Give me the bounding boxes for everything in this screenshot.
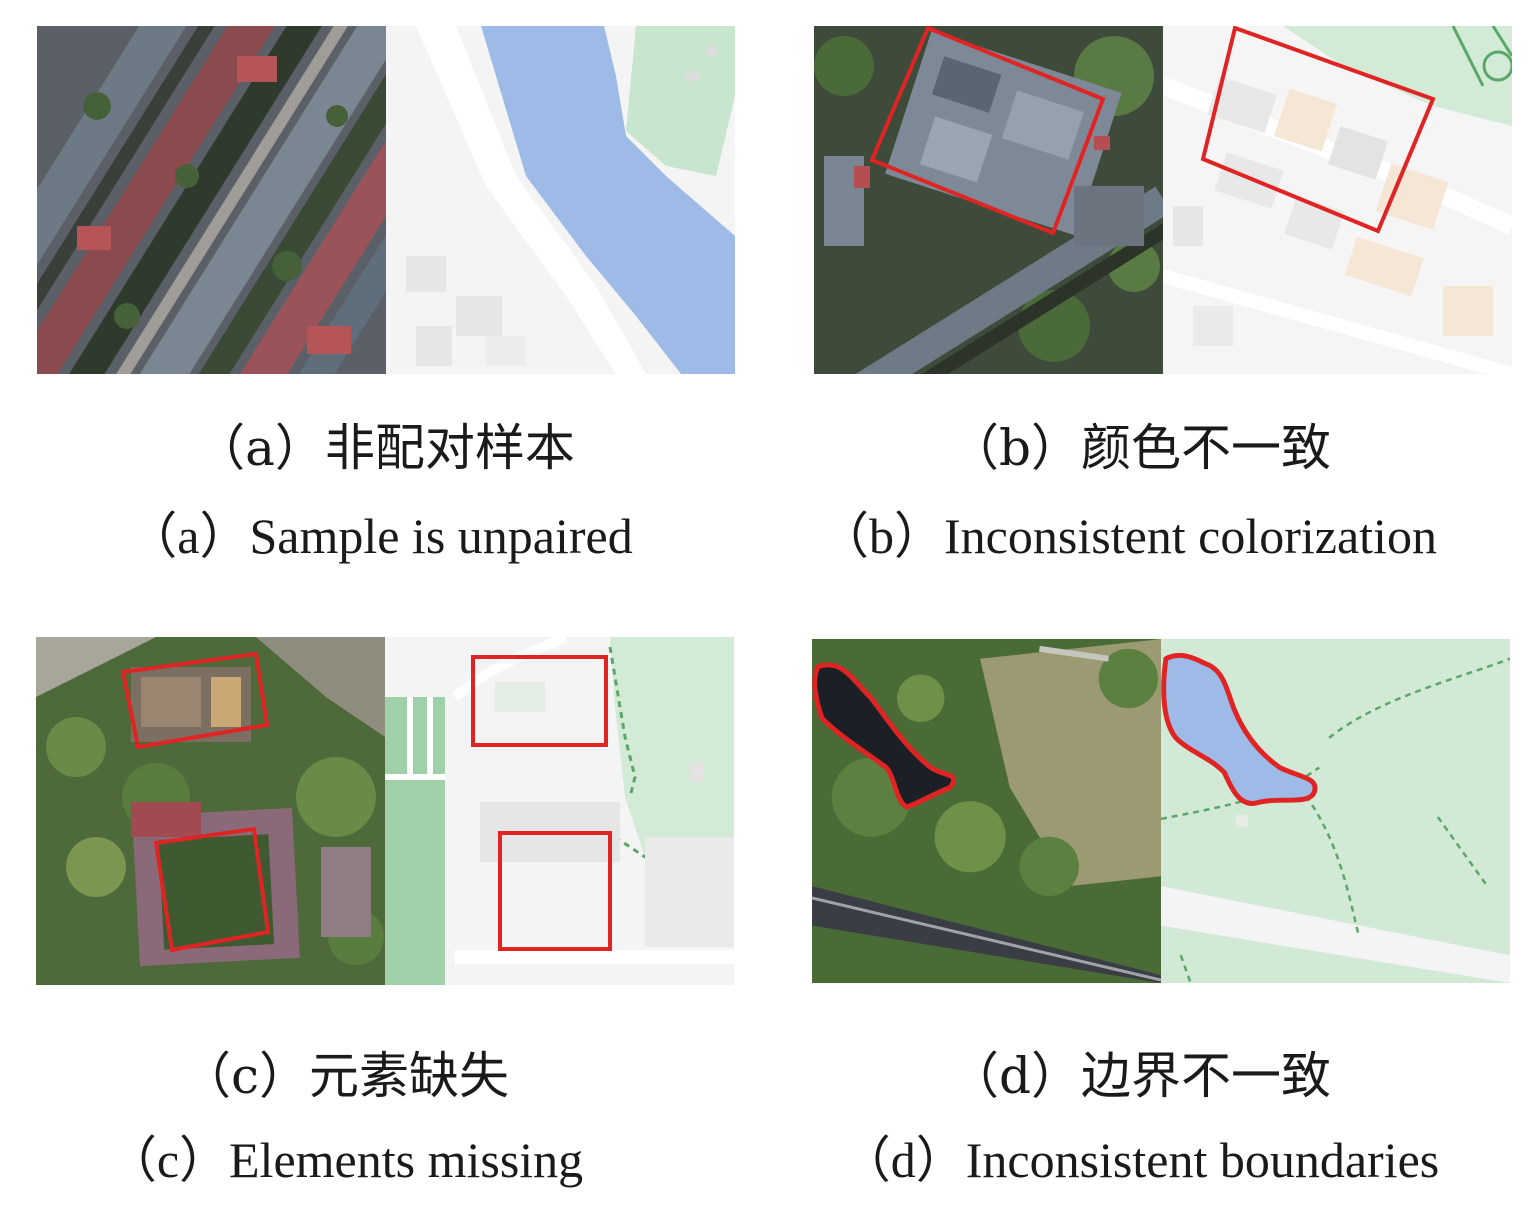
panel-a — [37, 26, 735, 374]
caption-d-chinese: （d）边界不一致 — [948, 1047, 1331, 1105]
caption-c-chinese: （c）元素缺失 — [180, 1047, 509, 1105]
highlight-box — [471, 655, 608, 747]
highlight-box — [153, 826, 271, 953]
caption-a-english: （a）Sample is unpaired — [127, 508, 633, 564]
caption-d-english: （d）Inconsistent boundaries — [840, 1132, 1440, 1188]
caption-b-english: （b）Inconsistent colorization — [819, 508, 1437, 564]
highlight-box — [869, 26, 1106, 236]
satellite-image-d — [812, 637, 1161, 985]
map-image-c — [385, 637, 734, 985]
caption-b-chinese: （b）颜色不一致 — [948, 419, 1331, 477]
map-image-d — [1161, 637, 1510, 985]
satellite-image-b — [814, 26, 1163, 374]
highlight-lake-outline — [1161, 653, 1318, 806]
satellite-image-a — [37, 26, 386, 374]
highlight-lake-outline — [812, 662, 957, 810]
panel-d — [812, 637, 1510, 985]
panel-b — [814, 26, 1512, 374]
highlight-box — [120, 651, 270, 750]
caption-a-chinese: （a）非配对样本 — [195, 419, 575, 477]
map-image-a — [386, 26, 735, 374]
satellite-image-c — [36, 637, 385, 985]
highlight-box — [498, 831, 612, 951]
panel-c — [36, 637, 734, 985]
highlight-box — [1200, 26, 1436, 234]
caption-c-english: （c）Elements missing — [106, 1132, 584, 1188]
map-image-b — [1163, 26, 1512, 374]
